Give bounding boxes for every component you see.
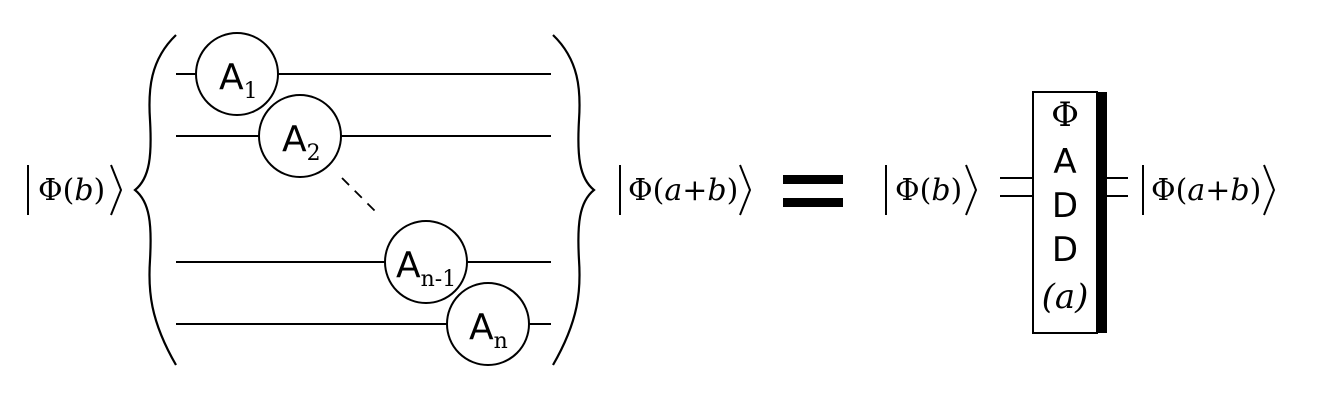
gate-a2: A2 xyxy=(258,94,342,178)
gate-label: An-1 xyxy=(396,245,456,292)
gate-an: An xyxy=(446,282,530,366)
gate-main: A xyxy=(282,119,307,160)
ket-variable-b: b xyxy=(1230,173,1249,208)
ket-suffix: ) xyxy=(727,173,739,208)
middle-output-ket: Φ(a+b) xyxy=(619,164,752,216)
ket-text: Φ(b) xyxy=(38,173,105,208)
gate-a1: A1 xyxy=(195,32,279,116)
ket-variable-b: b xyxy=(707,173,726,208)
ket-variable-a: a xyxy=(664,173,682,208)
gate-circle xyxy=(446,282,530,366)
add-box-frame xyxy=(1032,91,1098,334)
gate-subscript: n-1 xyxy=(421,267,457,292)
gate-circle xyxy=(384,220,468,304)
ket-angle xyxy=(965,164,978,216)
ket-variable-a: a xyxy=(1187,173,1205,208)
add-box-parameter: (a) xyxy=(1042,277,1089,317)
add-box-letter-a: A xyxy=(1053,142,1076,182)
phi-add-gate: Φ A D D (a) xyxy=(1032,91,1107,334)
gate-label: A2 xyxy=(282,119,321,166)
gate-main: A xyxy=(469,307,494,348)
right-output-ket: Φ(a+b) xyxy=(1142,164,1276,216)
ket-plus: + xyxy=(682,173,707,208)
ket-plus: + xyxy=(1205,173,1230,208)
ket-text: Φ(a+b) xyxy=(628,173,738,208)
ket-prefix: Φ( xyxy=(628,173,664,208)
right-brace xyxy=(552,34,596,366)
ket-angle xyxy=(110,164,123,216)
left-brace xyxy=(133,34,177,366)
equals-sign xyxy=(783,175,843,207)
gate-main: A xyxy=(219,57,244,98)
ket-suffix: ) xyxy=(951,173,963,208)
gate-circle xyxy=(258,94,342,178)
ket-prefix: Φ( xyxy=(1151,173,1187,208)
add-box-letter-d1: D xyxy=(1052,186,1078,226)
left-input-ket: Φ(b) xyxy=(27,164,123,216)
equals-bar-top xyxy=(783,175,843,184)
ket-prefix: Φ( xyxy=(38,173,74,208)
equals-bar-bottom xyxy=(783,198,843,207)
ket-variable: b xyxy=(931,173,950,208)
gate-circle xyxy=(195,32,279,116)
gate-an-minus-1: An-1 xyxy=(384,220,468,304)
add-box-letter-d2: D xyxy=(1052,230,1078,270)
gate-subscript: 2 xyxy=(307,141,321,166)
ket-text: Φ(b) xyxy=(895,173,962,208)
ket-angle xyxy=(1263,164,1276,216)
right-input-ket: Φ(b) xyxy=(885,164,978,216)
gate-label: An xyxy=(469,307,508,354)
gate-subscript: n xyxy=(494,329,508,354)
ket-suffix: ) xyxy=(94,173,106,208)
ket-suffix: ) xyxy=(1250,173,1262,208)
ket-prefix: Φ( xyxy=(895,173,931,208)
gate-label: A1 xyxy=(219,57,258,104)
ket-angle xyxy=(739,164,752,216)
ket-text: Φ(a+b) xyxy=(1151,173,1261,208)
gate-subscript: 1 xyxy=(244,79,258,104)
ket-variable: b xyxy=(74,173,93,208)
add-box-phi: Φ xyxy=(1051,95,1079,135)
gate-main: A xyxy=(396,245,421,286)
ellipsis-dashed-line xyxy=(341,177,381,217)
add-box-thick-edge xyxy=(1097,92,1107,333)
